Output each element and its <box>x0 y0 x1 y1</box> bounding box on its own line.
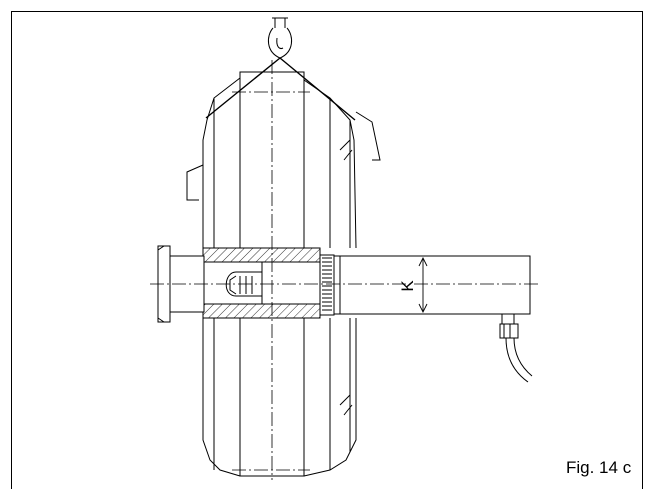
figure-caption: Fig. 14 c <box>566 458 632 477</box>
lifting-hook <box>267 17 293 59</box>
rotor-upper <box>186 71 381 249</box>
dimension-k <box>418 256 428 314</box>
figure-frame <box>11 11 643 489</box>
hydraulic-hose <box>499 313 533 383</box>
center-lines <box>150 60 540 480</box>
rotor-lower <box>202 317 357 477</box>
dimension-label-k: K <box>398 280 417 292</box>
threaded-ring <box>319 254 335 316</box>
hydraulic-cylinder <box>333 255 531 315</box>
lifting-sling <box>205 57 356 121</box>
